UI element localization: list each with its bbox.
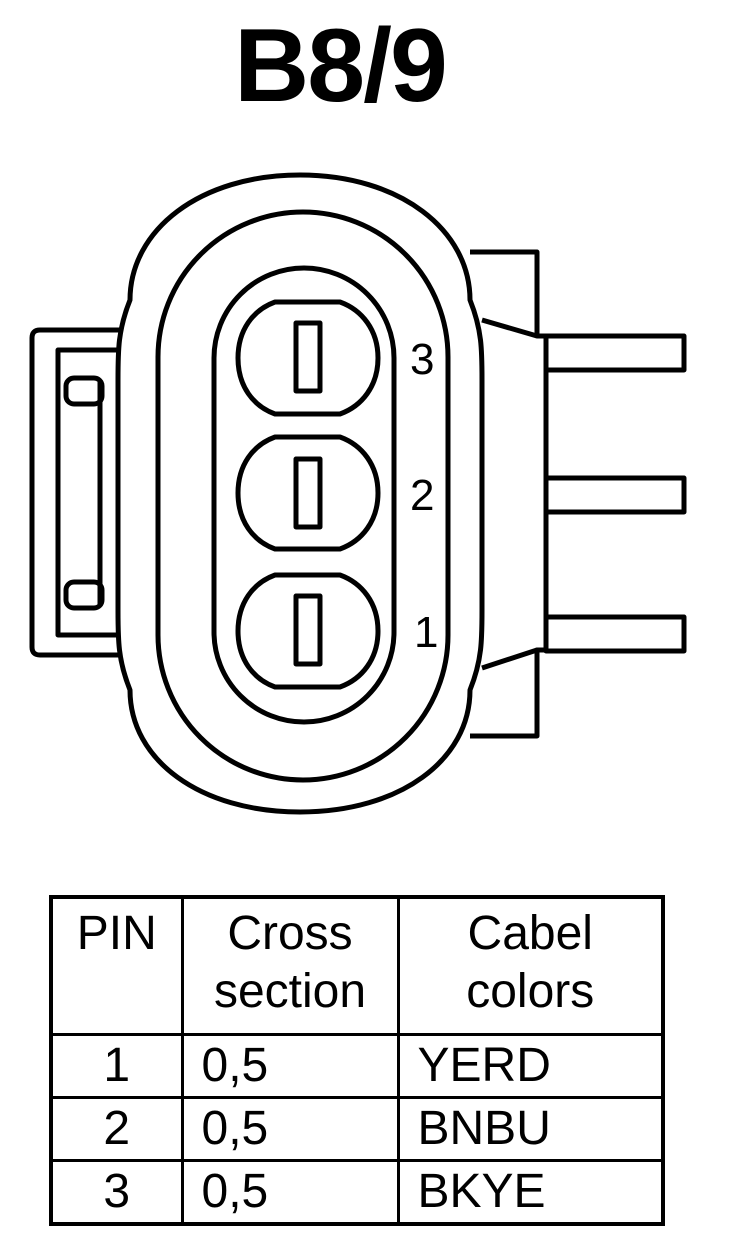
right-housing-line-top [481,317,538,339]
pin-label-1: 1 [414,608,438,657]
cell-cable-color: BNBU [396,1096,665,1162]
latch-tab-top [63,375,105,407]
pin-label-3: 3 [410,335,434,384]
cell-pin: 2 [49,1096,184,1162]
connector-diagram: 3 2 1 [29,172,687,815]
header-pin: PIN [49,895,184,1036]
pin-slot-2 [293,456,323,530]
connector-middle-oval [155,209,451,783]
header-cross-section: Cross section [180,895,400,1036]
table-row: 2 0,5 BNBU [49,1096,665,1162]
pin-slot-1 [293,593,323,667]
pin-table: PIN Cross section Cabel colors 1 0,5 YER… [49,895,665,1226]
left-latch [29,327,140,658]
table-header-row: PIN Cross section Cabel colors [49,895,665,1036]
cell-cross-section: 0,5 [180,1096,400,1162]
latch-tab-bottom [63,579,105,611]
diagram-title: B8/9 [234,8,448,124]
cell-pin: 3 [49,1159,184,1226]
cell-cable-color: YERD [396,1033,665,1099]
cell-cable-color: BKYE [396,1159,665,1226]
pin-label-2: 2 [410,471,434,520]
header-cable-colors: Cabel colors [396,895,665,1036]
terminal-pin-top [543,333,687,373]
pin-slot-3 [293,320,323,394]
connector-inner-oval [211,265,397,725]
right-housing-line-bottom [481,647,538,671]
pin-cavity-1 [235,572,381,690]
terminal-pin-bottom [543,614,687,654]
terminal-pin-middle [543,475,687,515]
table-row: 1 0,5 YERD [49,1033,665,1099]
pin-cavity-3 [235,299,381,417]
pin-cavity-2 [235,434,381,552]
cell-pin: 1 [49,1033,184,1099]
table-row: 3 0,5 BKYE [49,1159,665,1226]
cell-cross-section: 0,5 [180,1159,400,1226]
cell-cross-section: 0,5 [180,1033,400,1099]
left-latch-inner [55,347,160,638]
